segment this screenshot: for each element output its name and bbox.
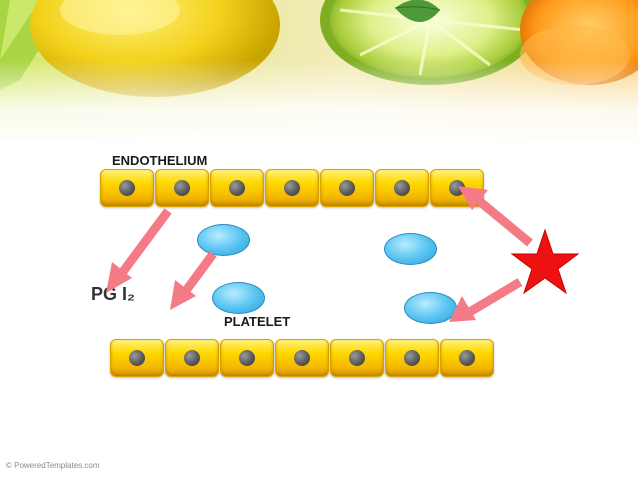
star-icon bbox=[510, 228, 580, 295]
platelet-2 bbox=[384, 233, 437, 265]
endothelial-cell bbox=[220, 339, 274, 377]
nucleus bbox=[449, 180, 465, 196]
arrow-icon-to-platelet bbox=[170, 251, 217, 310]
nucleus bbox=[119, 180, 135, 196]
endothelial-cell bbox=[210, 169, 264, 207]
endothelial-cell bbox=[275, 339, 329, 377]
pgi2-label: PG I₂ bbox=[91, 284, 136, 304]
nucleus bbox=[349, 350, 365, 366]
endothelial-cell bbox=[155, 169, 209, 207]
platelet-label: PLATELET bbox=[224, 314, 291, 329]
nucleus bbox=[229, 180, 245, 196]
arrow-icon-to-pgi2 bbox=[106, 208, 172, 293]
nucleus bbox=[339, 180, 355, 196]
nucleus bbox=[294, 350, 310, 366]
endothelial-cell bbox=[440, 339, 494, 377]
nucleus bbox=[394, 180, 410, 196]
endothelial-cell bbox=[265, 169, 319, 207]
endothelial-cell bbox=[100, 169, 154, 207]
nucleus bbox=[184, 350, 200, 366]
endothelial-cell bbox=[110, 339, 164, 377]
endothelium-cell-row-bottom bbox=[110, 339, 495, 377]
endothelium-label: ENDOTHELIUM bbox=[112, 153, 208, 168]
nucleus bbox=[459, 350, 475, 366]
endothelial-cell bbox=[385, 339, 439, 377]
nucleus bbox=[129, 350, 145, 366]
banner-fade bbox=[0, 60, 638, 150]
endothelial-cell bbox=[320, 169, 374, 207]
nucleus bbox=[284, 180, 300, 196]
nucleus bbox=[239, 350, 255, 366]
arrow-icon-star-to-endothelium bbox=[458, 186, 533, 247]
nucleus bbox=[174, 180, 190, 196]
endothelial-cell bbox=[330, 339, 384, 377]
copyright-text: © PoweredTemplates.com bbox=[6, 461, 100, 470]
platelet-1 bbox=[197, 224, 250, 256]
endothelial-cell bbox=[375, 169, 429, 207]
nucleus bbox=[404, 350, 420, 366]
arrow-icon-star-to-platelet bbox=[449, 278, 523, 322]
platelet-4 bbox=[404, 292, 457, 324]
platelet-3 bbox=[212, 282, 265, 314]
endothelial-cell bbox=[165, 339, 219, 377]
